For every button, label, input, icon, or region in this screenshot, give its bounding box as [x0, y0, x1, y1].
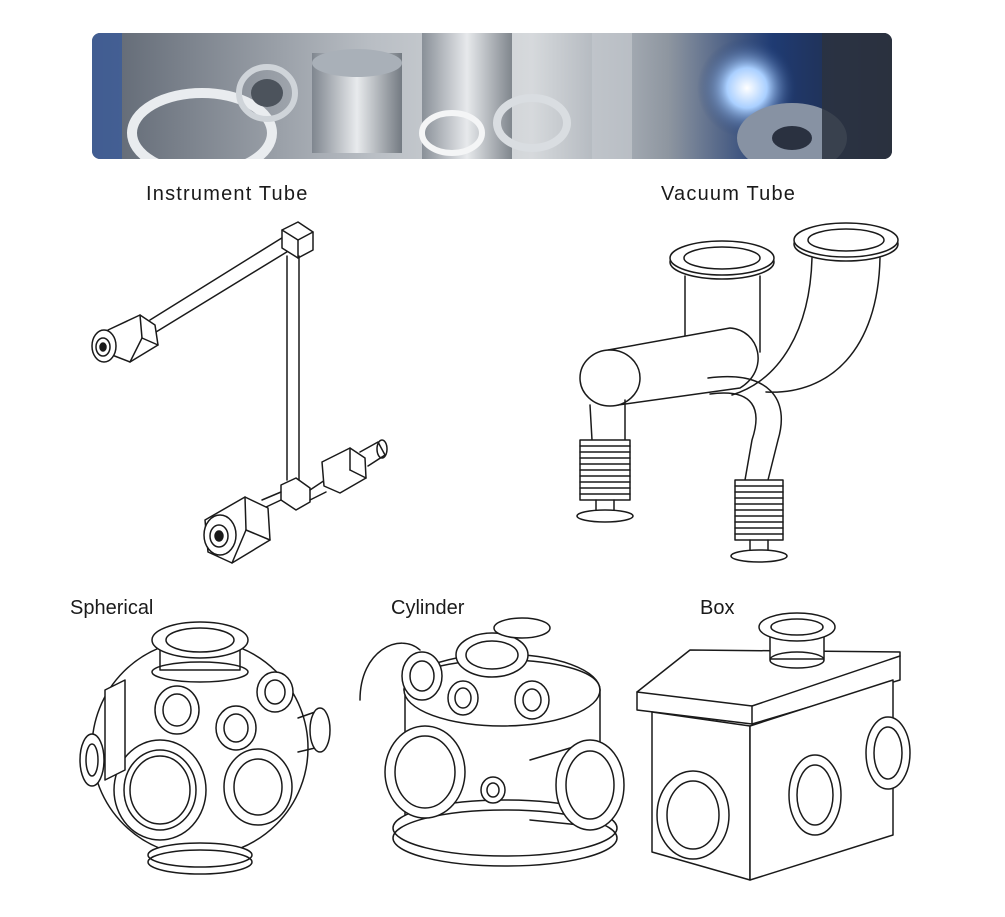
label-box: Box — [700, 597, 735, 619]
label-vacuum-tube: Vacuum Tube — [661, 183, 797, 205]
instrument-tube-drawing — [92, 222, 387, 563]
spherical-chamber-drawing — [80, 622, 330, 874]
label-instrument-tube: Instrument Tube — [146, 183, 309, 205]
bellows-right — [731, 480, 787, 562]
label-cylinder: Cylinder — [391, 597, 465, 619]
box-chamber-drawing — [637, 613, 910, 880]
label-spherical: Spherical — [70, 597, 154, 619]
vacuum-tube-drawing — [577, 223, 898, 562]
banner-image — [92, 33, 892, 159]
banner-photo-collage — [92, 33, 892, 159]
bellows-left — [577, 440, 633, 522]
cylinder-chamber-drawing — [360, 618, 624, 866]
